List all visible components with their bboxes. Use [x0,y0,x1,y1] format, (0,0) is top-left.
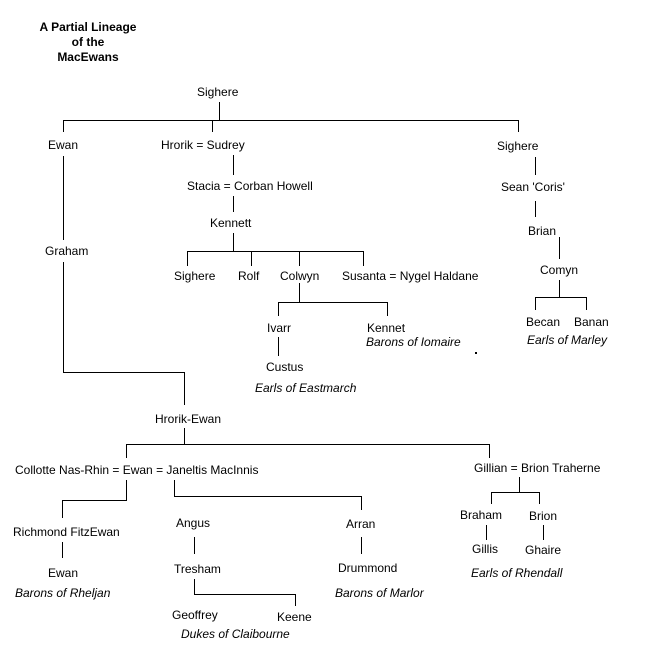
title-barons-of-marlor: Barons of Marlor [335,586,424,600]
stray-dot [475,352,477,354]
person-hrorik-sudrey: Hrorik = Sudrey [161,138,245,152]
person-arran: Arran [346,517,376,531]
person-custus: Custus [266,360,304,374]
diagram-title-line-2: of the [71,35,105,49]
person-graham: Graham [45,244,89,258]
person-richmond-fitzewan: Richmond FitzEwan [13,525,120,539]
person-stacia-corban: Stacia = Corban Howell [187,179,313,193]
diagram-title-line-3: MacEwans [57,50,119,64]
person-geoffrey: Geoffrey [172,608,218,622]
person-comyn: Comyn [540,263,579,277]
person-susanta-nygel: Susanta = Nygel Haldane [342,269,479,283]
person-ivarr: Ivarr [267,321,291,335]
person-brion: Brion [529,509,558,523]
person-kennet: Kennet [367,321,406,335]
person-tresham: Tresham [174,562,221,576]
person-ghaire: Ghaire [525,543,562,557]
title-barons-of-rheljan: Barons of Rheljan [15,586,111,600]
diagram-title-line-1: A Partial Lineage [39,20,137,34]
title-barons-of-iomaire: Barons of Iomaire [366,335,461,349]
person-sighere-3: Sighere [174,269,216,283]
person-brian: Brian [528,224,557,238]
person-sighere-2: Sighere [497,139,539,153]
title-dukes-of-claibourne: Dukes of Claibourne [181,627,290,641]
person-rolf: Rolf [238,269,260,283]
person-drummond: Drummond [338,561,398,575]
person-sighere-root: Sighere [197,85,239,99]
person-sean-coris: Sean 'Coris' [501,180,565,194]
title-earls-of-marley: Earls of Marley [527,333,608,347]
person-gillian-brion: Gillian = Brion Traherne [474,461,601,475]
person-gillis: Gillis [472,542,498,556]
person-kennett: Kennett [210,216,252,230]
title-earls-of-rhendall: Earls of Rhendall [471,566,563,580]
person-ewan-rheljan: Ewan [48,566,79,580]
person-colwyn: Colwyn [280,269,320,283]
person-becan: Becan [526,315,561,329]
person-braham: Braham [460,508,503,522]
person-collotte-ewan-janeltis: Collotte Nas-Rhin = Ewan = Janeltis MacI… [15,463,259,477]
person-angus: Angus [176,516,211,530]
person-banan: Banan [574,315,609,329]
diagram-title: A Partial Lineage of the MacEwans [24,20,152,65]
person-ewan: Ewan [48,138,79,152]
title-earls-of-eastmarch: Earls of Eastmarch [255,381,357,395]
person-keene: Keene [277,610,312,624]
person-hrorik-ewan: Hrorik-Ewan [155,412,222,426]
